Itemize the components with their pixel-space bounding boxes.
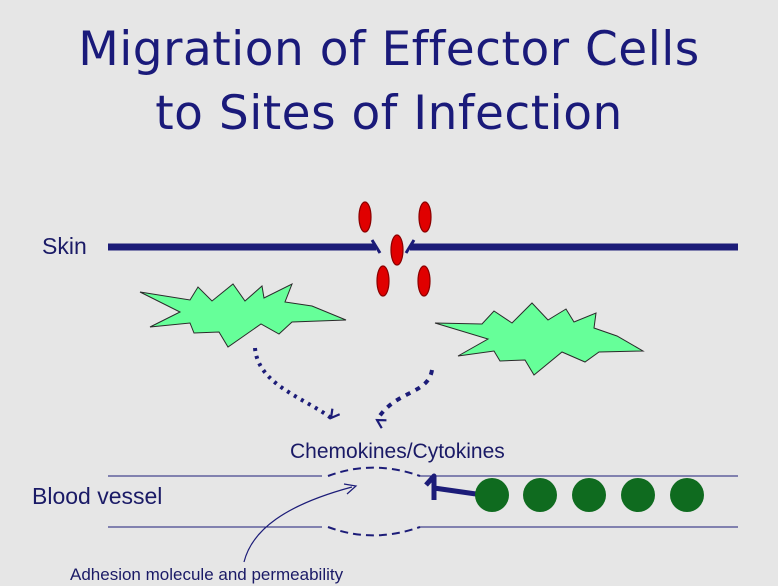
pathogen (417, 265, 431, 297)
pathogen (376, 265, 390, 297)
chemokines-label: Chemokines/Cytokines (290, 440, 505, 463)
leukocyte (572, 478, 606, 512)
leukocytes (475, 478, 704, 512)
title-line-1: Migration of Effector Cells (78, 22, 700, 77)
leukocyte (475, 478, 509, 512)
pathogens (358, 201, 432, 297)
leukocyte (621, 478, 655, 512)
skin-label: Skin (42, 233, 87, 259)
pathogen (390, 234, 404, 266)
migration-arrow-right (377, 369, 434, 420)
slide-title: Migration of Effector Cells to Sites of … (0, 18, 778, 146)
pathogen (358, 201, 372, 233)
effector-cell-right (434, 302, 645, 376)
adhesion-label: Adhesion molecule and permeability (70, 565, 344, 584)
adhesion-pointer (243, 486, 353, 563)
leukocyte (523, 478, 557, 512)
adhesion-molecule (424, 473, 477, 500)
effector-cell-left (139, 282, 347, 348)
vessel-gap-top (327, 466, 421, 477)
leukocyte (670, 478, 704, 512)
vessel-gap-bottom (327, 526, 421, 537)
migration-arrow-left (253, 347, 331, 418)
pathogen (418, 201, 432, 233)
adhesion-pointer-head (343, 483, 358, 495)
blood-vessel-label: Blood vessel (32, 483, 163, 509)
skin-break (370, 239, 416, 254)
title-line-2: to Sites of Infection (155, 86, 623, 141)
